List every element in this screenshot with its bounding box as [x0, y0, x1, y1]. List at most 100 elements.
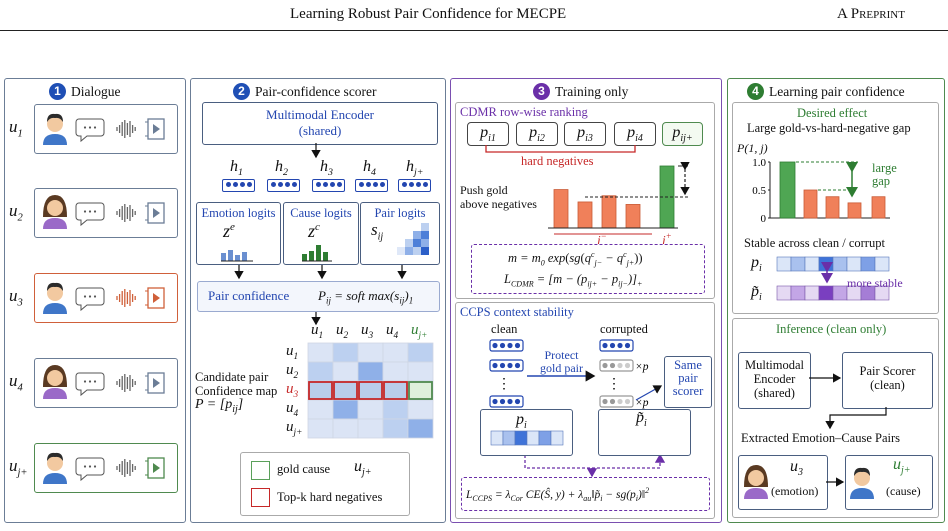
hidden-state-label-1: h1	[230, 158, 243, 179]
hidden-state-vector-4	[355, 179, 388, 192]
inference-scorer-box: Pair Scorer(clean)	[842, 352, 933, 409]
legend-hard-label: Top-k hard negatives	[277, 490, 383, 504]
emotion-avatar-icon	[744, 465, 768, 499]
header-rule	[0, 30, 948, 31]
legend-gold-symbol: uj+	[354, 458, 372, 479]
stable-corrupt-cell	[874, 285, 890, 301]
emotion-bar-icon	[221, 250, 253, 262]
hard-negative-cell	[308, 381, 333, 400]
clean-prob-symbol: pi	[516, 411, 527, 432]
cdmr-equation-box: m = m0 exp(sg(qcj− − qcj+)) LCDMR = [m −…	[471, 244, 705, 294]
ccps-loss-box: LCCPS = λCor CE(Ŝ, y) + λau‖p̃i − sg(pi)…	[461, 477, 710, 511]
map-col-label-2: u2	[336, 322, 349, 341]
audio-wave-icon	[116, 289, 136, 307]
cdmr-p-gold-box: pij+	[662, 122, 703, 146]
pair-confidence-formula: Pij = soft max(sij)1	[318, 288, 414, 306]
cause-bar-icon	[302, 245, 332, 262]
utterance-box-3	[34, 273, 178, 323]
hidden-state-label-3: h3	[320, 158, 333, 179]
stable-clean-cell	[874, 256, 890, 272]
audio-wave-icon	[116, 374, 136, 392]
utterance-label-5: uj+	[9, 456, 28, 479]
cause-logits-symbol: zc	[308, 221, 320, 241]
utterance-label-1: u1	[9, 117, 23, 140]
avatar-icon	[43, 195, 67, 229]
pair-logits-box: Pair logits sij	[360, 202, 440, 265]
confidence-map-grid	[307, 342, 434, 439]
utterance-box-4	[34, 358, 178, 408]
gap-ytick: 0	[761, 213, 767, 225]
gap-ytick: 0.5	[752, 185, 766, 197]
audio-wave-icon	[116, 120, 136, 138]
inference-label: Inference (clean only)	[776, 322, 887, 336]
gap-bar	[803, 189, 818, 219]
node-vector	[489, 359, 524, 372]
pair-confidence-box: Pair confidence Pij = soft max(sij)1	[197, 281, 440, 312]
pair-heat-icon	[397, 223, 429, 255]
j-plus-label: j+	[662, 231, 672, 248]
cdmr-title: CDMR row-wise ranking	[460, 105, 588, 119]
map-row-label-2: u2	[286, 362, 299, 381]
pair-confidence-label: Pair confidence	[208, 288, 290, 303]
emotion-logits-symbol: ze	[223, 221, 235, 241]
confidence-map-caption: Candidate pair Confidence map P = [pij]	[195, 370, 278, 415]
map-row-label-3: u3	[286, 381, 299, 400]
step-badge-1: 1	[49, 83, 66, 100]
map-col-label-5: uj+	[411, 322, 428, 341]
utterance-label-3: u3	[9, 286, 23, 309]
speech-bubble-icon	[75, 118, 105, 143]
gap-ytick: 1.0	[752, 157, 766, 169]
video-icon	[145, 287, 165, 309]
step-badge-3: 3	[533, 83, 550, 100]
utterance-icons-1	[43, 113, 165, 145]
node-vector	[599, 359, 634, 372]
svg-text:×p: ×p	[635, 397, 649, 409]
hidden-state-label-5: hj+	[406, 158, 424, 179]
gap-bar	[847, 202, 862, 219]
cdmr-p-box-2: pi2	[516, 122, 558, 146]
utterance-icons-5	[43, 452, 165, 484]
node-vector	[599, 395, 634, 408]
step-badge-2: 2	[233, 83, 250, 100]
hard-negatives-label: hard negatives	[521, 154, 594, 168]
cause-logits-title: Cause logits	[290, 206, 352, 220]
gap-bar-chart: 1.0 0.5 0	[752, 157, 890, 225]
utterance-box-1	[34, 104, 178, 154]
hard-negative-cell	[333, 381, 358, 400]
stable-pi-symbol: pi	[751, 254, 762, 275]
hidden-state-vector-5	[398, 179, 431, 192]
map-row-label-4: u4	[286, 400, 299, 419]
cdmr-bar-chart	[548, 161, 690, 235]
svg-text:⋮: ⋮	[607, 377, 621, 392]
legend-gold-label: gold cause	[277, 462, 331, 476]
utterance-box-2	[34, 188, 178, 238]
emotion-logits-box: Emotion logits ze	[196, 202, 281, 265]
video-icon	[145, 457, 165, 479]
cause-utterance-symbol: uj+	[893, 456, 911, 477]
emotion-utterance-symbol: u3	[790, 458, 803, 479]
map-col-label-3: u3	[361, 322, 374, 341]
node-vector	[599, 339, 634, 352]
page-header-right: A Preprint	[837, 6, 905, 22]
hidden-state-label-2: h2	[275, 158, 288, 179]
gap-bar	[779, 161, 796, 219]
stable-pti-symbol: p̃i	[751, 283, 762, 304]
map-cell	[407, 418, 434, 439]
hidden-state-vector-1	[222, 179, 255, 192]
cause-avatar-icon	[850, 467, 874, 499]
speech-bubble-icon	[75, 287, 105, 312]
extracted-pairs-label: Extracted Emotion–Cause Pairs	[741, 431, 900, 445]
gap-bar	[871, 196, 886, 219]
pair-logits-title: Pair logits	[374, 206, 426, 220]
cdmr-p-box-1: pi1	[467, 122, 509, 146]
utterance-icons-4	[43, 365, 165, 399]
avatar-icon	[43, 282, 67, 314]
